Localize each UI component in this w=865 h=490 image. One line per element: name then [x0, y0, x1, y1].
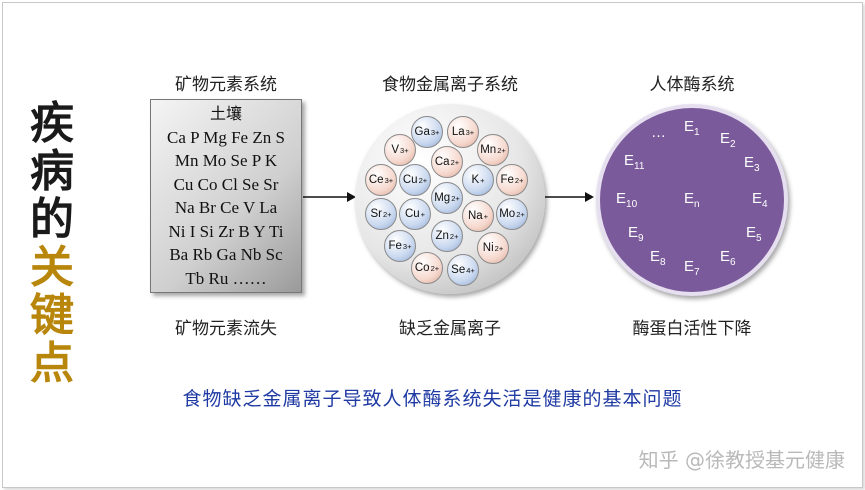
- soil-heading: 土壤: [209, 104, 242, 123]
- title-char: 关: [30, 242, 74, 293]
- ion-bubble: Cu+: [399, 198, 431, 230]
- title-char: 的: [30, 194, 74, 245]
- ion-charge: 2+: [514, 175, 524, 185]
- ion-symbol: Ga: [414, 126, 430, 138]
- ion-bubble: Na+: [462, 200, 494, 232]
- col2-bottom-label: 缺乏金属离子: [399, 319, 501, 339]
- ion-symbol: Ni: [482, 242, 494, 254]
- ion-charge: 4+: [466, 265, 475, 275]
- col3-bottom-label: 酶蛋白活性下降: [632, 319, 752, 339]
- ion-symbol: Co: [414, 262, 430, 274]
- ion-charge: 2+: [497, 145, 506, 155]
- ion-charge: 3+: [430, 127, 440, 137]
- ion-charge: 2+: [449, 231, 459, 241]
- col2-top-label: 食物金属离子系统: [382, 75, 518, 95]
- col1-top-label: 矿物元素系统: [175, 75, 277, 95]
- ion-charge: 3+: [402, 241, 412, 251]
- enzyme-label: …: [651, 124, 666, 141]
- ion-charge: 2+: [494, 243, 504, 253]
- enzyme-label: E6: [720, 248, 736, 268]
- ion-symbol: Ce: [368, 174, 384, 186]
- soil-line: Na Br Ce V La: [174, 198, 278, 217]
- ion-charge: +: [483, 211, 489, 221]
- watermark: 知乎 @徐教授基元健康: [638, 448, 845, 472]
- ion-symbol: Mo: [499, 208, 516, 220]
- ion-symbol: Na: [467, 210, 483, 222]
- arrow-right-icon: [545, 192, 594, 202]
- soil-line: Ca P Mg Fe Zn S: [167, 127, 285, 147]
- ion-symbol: Cu: [404, 208, 420, 220]
- title-char: 病: [30, 146, 74, 197]
- title-char: 疾: [30, 98, 74, 149]
- ion-charge: 2+: [450, 157, 460, 167]
- arrow-right-icon: [303, 192, 356, 202]
- ion-symbol: Se: [451, 264, 466, 276]
- ion-symbol: Fe: [388, 240, 402, 252]
- ion-charge: 2+: [430, 263, 440, 273]
- soil-line: Mn Mo Se P K: [174, 151, 278, 170]
- ion-symbol: K: [471, 174, 480, 186]
- soil-line: Cu Co Cl Se Sr: [173, 174, 279, 194]
- enzyme-label: E1: [684, 118, 700, 138]
- enzyme-circle: … E1 E2 E11 E3 E10 En E4 E9 E5 E8 E7 E6: [596, 104, 788, 296]
- ion-charge: 3+: [465, 127, 475, 137]
- enzyme-label: E3: [744, 154, 760, 174]
- ion-symbol: Fe: [500, 174, 514, 186]
- ion-symbol: Mg: [434, 192, 451, 204]
- ion-charge: 2+: [516, 209, 525, 219]
- ion-charge: 3+: [384, 175, 394, 185]
- ion-charge: 2+: [418, 175, 428, 185]
- ion-symbol: V: [391, 144, 400, 156]
- conclusion-text: 食物缺乏金属离子导致人体酶系统失活是健康的基本问题: [182, 388, 683, 410]
- ion-charge: 2+: [451, 193, 460, 203]
- ion-symbol: Sr: [370, 208, 382, 220]
- enzyme-label: E8: [650, 248, 666, 268]
- col3-top-label: 人体酶系统: [649, 75, 735, 95]
- ion-symbol: Mn: [480, 144, 497, 156]
- enzyme-label: E5: [746, 224, 762, 244]
- title-char: 键: [30, 290, 74, 341]
- soil-line: Ni I Si Zr B Y Ti: [168, 221, 284, 241]
- vertical-title: 疾 病 的 关 键 点: [22, 100, 82, 388]
- ion-symbol: Cu: [402, 174, 418, 186]
- enzyme-label: E4: [752, 190, 768, 210]
- soil-line: Ba Rb Ga Nb Sc: [169, 245, 283, 264]
- ion-charge: +: [420, 209, 426, 219]
- enzyme-label: E9: [628, 224, 644, 244]
- ion-charge: 3+: [400, 145, 409, 155]
- ion-bubble: K+: [462, 164, 494, 196]
- soil-box: 土壤 Ca P Mg Fe Zn S Mn Mo Se P K Cu Co Cl…: [150, 99, 302, 293]
- ion-symbol: La: [451, 126, 465, 138]
- enzyme-label: E7: [684, 258, 700, 278]
- soil-line: Tb Ru ……: [185, 268, 267, 288]
- ion-charge: +: [480, 175, 485, 185]
- ion-symbol: Zn: [435, 230, 449, 242]
- enzyme-label: E10: [616, 190, 638, 210]
- enzyme-label: E11: [624, 152, 645, 172]
- enzyme-label: En: [684, 190, 700, 210]
- enzyme-label: E2: [720, 130, 736, 150]
- col1-bottom-label: 矿物元素流失: [175, 319, 277, 339]
- ion-symbol: Ca: [434, 156, 450, 168]
- ion-charge: 2+: [382, 209, 392, 219]
- title-char: 点: [30, 338, 74, 389]
